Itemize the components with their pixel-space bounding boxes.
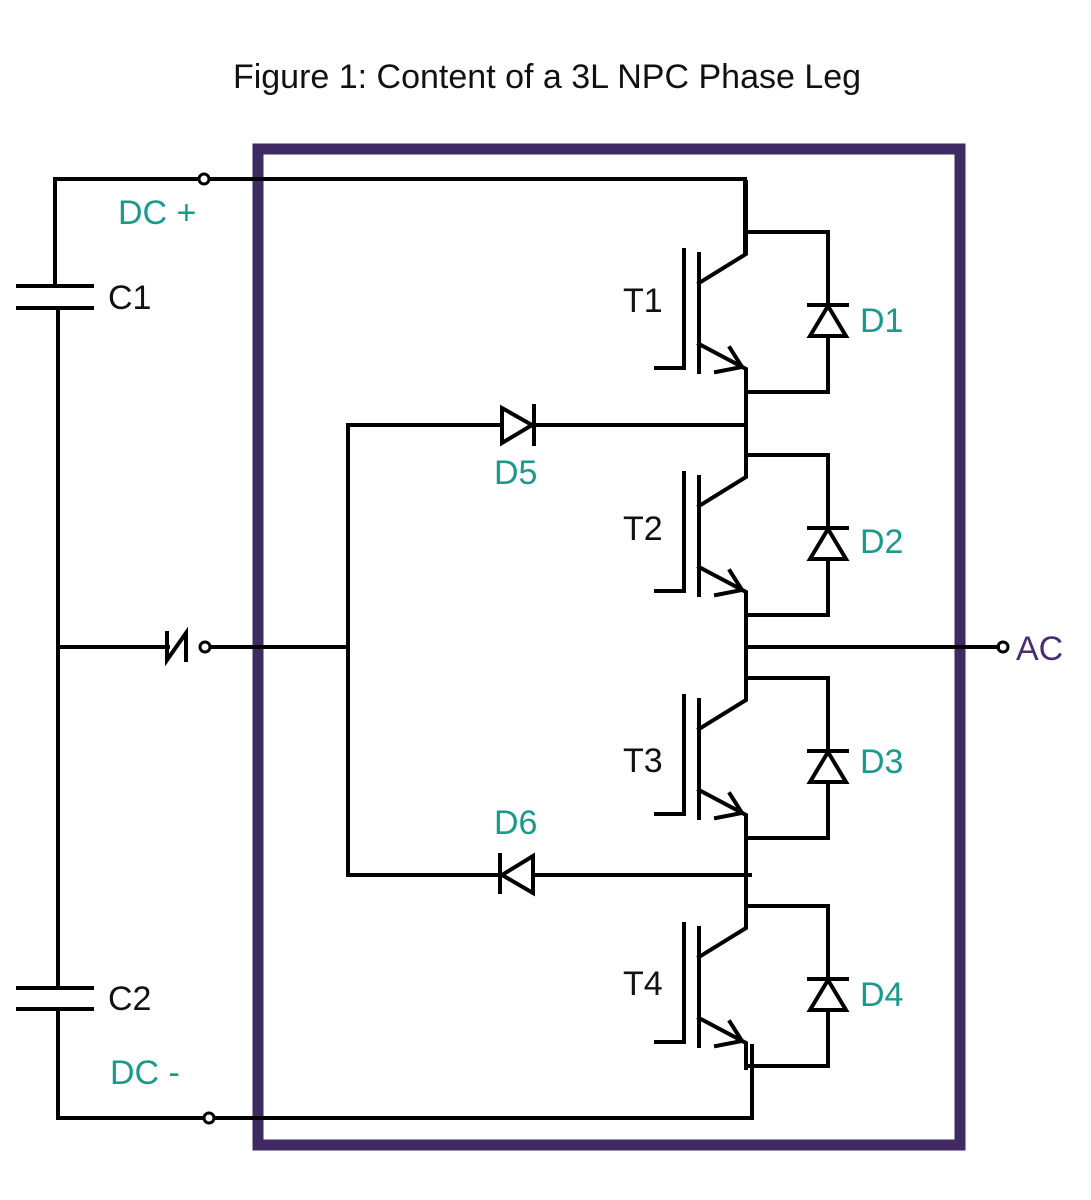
t2-label: T2 (623, 510, 663, 548)
d2-top-wire (744, 453, 830, 530)
d1-bottom-wire (744, 334, 830, 394)
clamp-network (346, 404, 752, 897)
t3-label: T3 (623, 742, 663, 780)
d6-diode-icon (498, 852, 535, 897)
c1-label: C1 (108, 279, 151, 317)
dc-plus-terminal[interactable] (197, 172, 211, 186)
t2-emitter (696, 564, 748, 619)
figure-title: Figure 1: Content of a 3L NPC Phase Leg (233, 58, 861, 96)
d4-top-wire (744, 904, 830, 981)
d2-bottom-wire (744, 557, 830, 617)
t1-emitter (696, 341, 748, 396)
t4-collector (696, 854, 748, 960)
t3-gate (654, 694, 686, 816)
neutral-terminal[interactable] (198, 640, 212, 654)
t4-label: T4 (623, 965, 663, 1003)
t2-emitter-arrow-icon (713, 568, 746, 598)
dc-plus-label: DC + (118, 194, 196, 232)
d5-diode-icon (500, 404, 536, 447)
t3-emitter (696, 787, 748, 842)
t1-collector (696, 180, 748, 286)
c2-label: C2 (108, 980, 151, 1018)
d2-diode-icon (806, 525, 850, 561)
d1-top-wire (744, 230, 830, 307)
d4-diode-icon (806, 976, 850, 1012)
dc-minus-terminal[interactable] (202, 1111, 216, 1125)
d1-label: D1 (860, 302, 903, 340)
t1-label: T1 (623, 282, 663, 320)
d3-top-wire (744, 676, 830, 753)
d5-label: D5 (494, 454, 537, 492)
dc-bus (16, 177, 754, 1120)
neutral-n-glyph (165, 626, 188, 667)
d1-diode-icon (806, 302, 850, 338)
t4-gate (654, 922, 686, 1044)
ac-label: AC (1016, 630, 1063, 668)
t2-gate (654, 471, 686, 593)
t3-emitter-arrow-icon (713, 791, 746, 821)
d6-label: D6 (494, 804, 537, 842)
d4-bottom-wire (744, 1008, 830, 1068)
t1-gate (654, 248, 686, 370)
t4-emitter (696, 1015, 748, 1070)
t3-collector (696, 626, 748, 732)
d2-label: D2 (860, 523, 903, 561)
t1-emitter-arrow-icon (713, 345, 746, 375)
d3-bottom-wire (744, 780, 830, 840)
d3-diode-icon (806, 748, 850, 784)
dc-minus-label: DC - (110, 1054, 180, 1092)
t4-emitter-arrow-icon (713, 1019, 746, 1049)
d3-label: D3 (860, 743, 903, 781)
d4-label: D4 (860, 976, 903, 1014)
t2-collector (696, 403, 748, 509)
